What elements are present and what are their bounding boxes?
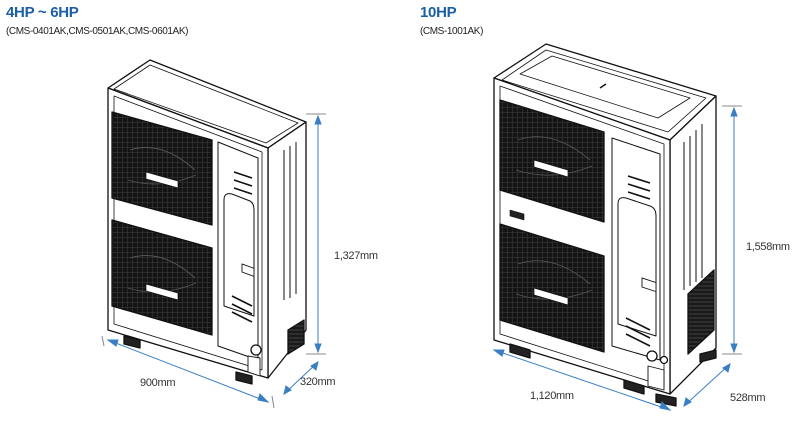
logo-plate (533, 159, 569, 178)
height-dimension: 1,558mm (746, 241, 790, 253)
fan-grille-icon (111, 219, 213, 336)
unit-title: 4HP ~ 6HP (6, 4, 79, 21)
depth-dimension: 320mm (300, 376, 336, 388)
logo-plate (145, 283, 179, 301)
logo-plate (533, 287, 569, 306)
width-dimension: 1,120mm (530, 390, 574, 402)
width-dimension: 900mm (140, 377, 176, 389)
unit-title: 10HP (420, 4, 457, 21)
outdoor-unit-small (107, 59, 307, 385)
unit-models: (CMS-0401AK,CMS-0501AK,CMS-0601AK) (6, 26, 189, 37)
dimension-lines (492, 105, 742, 411)
fan-grille-icon (111, 111, 213, 226)
logo-plate (145, 171, 179, 189)
unit-models: (CMS-1001AK) (420, 26, 483, 37)
depth-dimension: 528mm (730, 392, 766, 404)
fan-grille-icon (499, 99, 605, 223)
outdoor-unit-large (493, 43, 717, 407)
dimension-lines (101, 113, 326, 409)
fan-grille-icon (499, 223, 605, 353)
height-dimension: 1,327mm (334, 250, 378, 262)
